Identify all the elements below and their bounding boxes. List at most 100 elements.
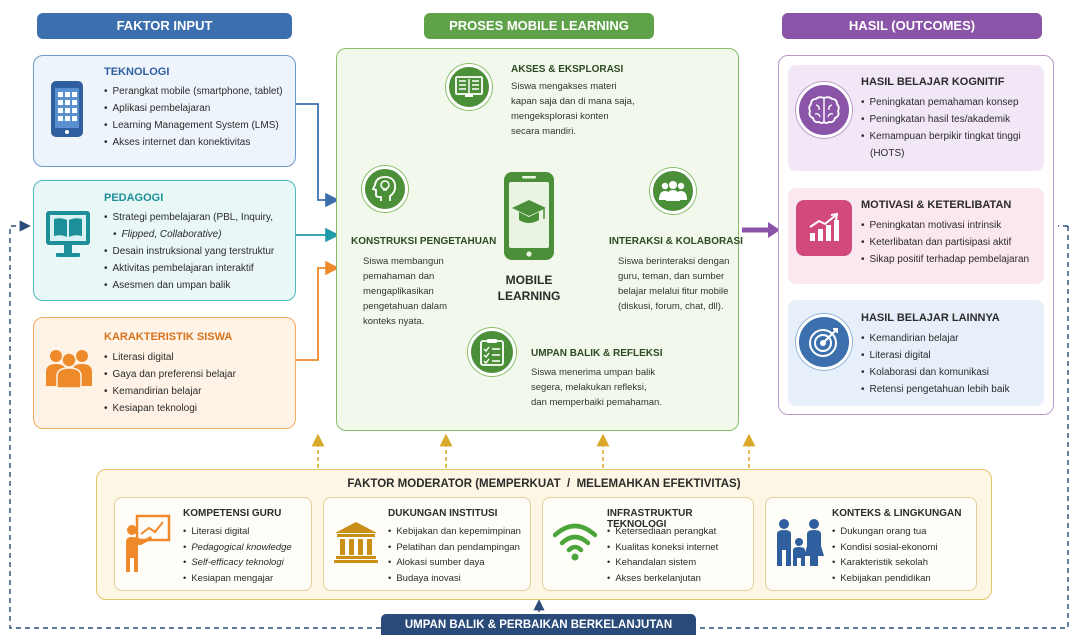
moderator-card-konteks-lingkungan: KONTEKS & LINGKUNGAN Dukungan orang tua … — [765, 497, 977, 591]
list-item: Retensi pengetahuan lebih baik — [861, 381, 1010, 398]
step-title-interaksi-kolaborasi: INTERAKSI & KOLABORASI — [609, 236, 743, 247]
input-card-karakteristik-siswa: KARAKTERISTIK SISWA Literasi digital Gay… — [33, 317, 296, 429]
input-card-pedagogi: PEDAGOGI Strategi pembelajaran (PBL, Inq… — [33, 180, 296, 301]
list-item: Sikap positif terhadap pembelajaran — [861, 251, 1030, 268]
header-proses-mobile-learning: PROSES MOBILE LEARNING — [424, 13, 654, 39]
list-item: Kebijakan dan kepemimpinan — [388, 524, 521, 540]
center-label: MOBILE LEARNING — [497, 273, 561, 303]
list-item: Peningkatan pemahaman konsep — [861, 94, 1021, 111]
step-title-konstruksi-pengetahuan: KONSTRUKSI PENGETAHUAN — [351, 236, 497, 247]
list-item: Dukungan orang tua — [832, 524, 938, 540]
moderator-title: FAKTOR MODERATOR — [347, 478, 473, 490]
mobile-graduation-icon — [502, 170, 556, 262]
list-item: Kualitas koneksi internet — [607, 540, 718, 556]
input-list-pedagogi: Strategi pembelajaran (PBL, Inquiry, Fli… — [104, 209, 275, 294]
input-card-teknologi: TEKNOLOGI Perangkat mobile (smartphone, … — [33, 55, 296, 167]
outcome-card-lainnya: HASIL BELAJAR LAINNYA Kemandirian belaja… — [788, 300, 1044, 406]
feedback-banner: UMPAN BALIK & PERBAIKAN BERKELANJUTAN — [381, 614, 696, 635]
list-item: Kemampuan berpikir tingkat tinggi — [861, 128, 1021, 145]
teacher-board-icon — [123, 514, 171, 574]
list-item: Perangkat mobile (smartphone, tablet) — [104, 83, 283, 100]
institution-building-icon — [334, 520, 378, 564]
list-item: Budaya inovasi — [388, 571, 521, 587]
step-title-akses-eksplorasi: AKSES & EKSPLORASI — [511, 64, 624, 75]
moderator-card-dukungan-institusi: DUKUNGAN INSTITUSI Kebijakan dan kepemim… — [323, 497, 531, 591]
list-item: Aktivitas pembelajaran interaktif — [104, 260, 274, 277]
monitor-book-icon — [44, 209, 92, 261]
growth-chart-icon — [796, 200, 852, 256]
outcome-list-kognitif: Peningkatan pemahaman konsep Peningkatan… — [861, 94, 1021, 162]
brain-icon — [796, 82, 852, 138]
list-item: Ketersediaan perangkat — [607, 524, 718, 540]
list-item: Asesmen dan umpan balik — [104, 277, 274, 294]
moderator-subtitle: (MEMPERKUAT / MELEMAHKAN EFEKTIVITAS) — [475, 478, 741, 490]
students-group-icon — [44, 346, 94, 388]
list-item: Kesiapan teknologi — [104, 400, 236, 417]
list-item: Literasi digital — [104, 349, 236, 366]
list-item: Learning Management System (LMS) — [104, 117, 283, 134]
input-title-pedagogi: PEDAGOGI — [104, 192, 164, 204]
list-item: Flipped, Collaborative) — [104, 226, 274, 243]
list-item: Kesiapan mengajar — [183, 571, 292, 587]
list-item: Karakteristik sekolah — [832, 555, 938, 571]
outcome-card-motivasi: MOTIVASI & KETERLIBATAN Peningkatan moti… — [788, 188, 1044, 284]
input-list-karakteristik-siswa: Literasi digital Gaya dan preferensi bel… — [104, 349, 236, 417]
list-item: Gaya dan preferensi belajar — [104, 366, 236, 383]
moderator-card-list: Ketersediaan perangkat Kualitas koneksi … — [607, 524, 718, 586]
outcome-card-kognitif: HASIL BELAJAR KOGNITIF Peningkatan pemah… — [788, 65, 1044, 171]
step-text-akses-eksplorasi: Siswa mengakses materi kapan saja dan di… — [511, 81, 635, 137]
list-item: Kondisi sosial-ekonomi — [832, 540, 937, 556]
input-title-teknologi: TEKNOLOGI — [104, 66, 170, 78]
family-icon — [774, 516, 824, 568]
step-title-umpan-balik-refleksi: UMPAN BALIK & REFLEKSI — [531, 348, 663, 359]
moderator-card-list: Literasi digital Pedagogical knowledge S… — [183, 524, 292, 587]
list-item: Keterlibatan dan partisipasi aktif — [861, 234, 1029, 251]
moderator-card-title: KONTEKS & LINGKUNGAN — [832, 508, 962, 519]
list-item: Literasi digital — [183, 524, 292, 540]
list-item: Kolaborasi dan komunikasi — [861, 364, 1010, 381]
header-hasil-outcomes: HASIL (OUTCOMES) — [782, 13, 1042, 39]
tablet-icon — [50, 80, 84, 138]
moderator-card-list: Dukungan orang tua Kondisi sosial-ekonom… — [832, 524, 938, 587]
list-item: Aplikasi pembelajaran — [104, 100, 283, 117]
list-item: Pedagogical knowledge — [183, 540, 291, 556]
list-item: Kehandalan sistem — [607, 555, 718, 571]
moderator-heading: FAKTOR MODERATOR (MEMPERKUAT / MELEMAHKA… — [96, 478, 992, 490]
list-item: Kebijakan pendidikan — [832, 571, 938, 587]
outcome-list-lainnya: Kemandirian belajar Literasi digital Kol… — [861, 330, 1010, 398]
list-item: Akses internet dan konektivitas — [104, 134, 283, 151]
checklist-icon — [468, 328, 516, 376]
list-item: Peningkatan motivasi intrinsik — [861, 217, 1029, 234]
moderator-card-title: DUKUNGAN INSTITUSI — [388, 508, 498, 519]
list-item: (HOTS) — [870, 148, 905, 159]
outcome-list-motivasi: Peningkatan motivasi intrinsik Keterliba… — [861, 217, 1030, 268]
list-item: Pelatihan dan pendampingan — [388, 540, 521, 556]
input-list-teknologi: Perangkat mobile (smartphone, tablet) Ap… — [104, 83, 283, 151]
step-text-interaksi-kolaborasi: Siswa berinteraksi dengan guru, teman, d… — [618, 256, 730, 312]
list-item: Kemandirian belajar — [104, 383, 236, 400]
list-item: Akses berkelanjutan — [607, 571, 718, 587]
list-item: Alokasi sumber daya — [388, 555, 521, 571]
outcome-title-lainnya: HASIL BELAJAR LAINNYA — [861, 312, 1000, 324]
step-text-umpan-balik-refleksi: Siswa menerima umpan balik segera, melak… — [531, 367, 662, 408]
list-item: Self-efficacy teknologi — [183, 555, 292, 571]
list-item: Kemandirian belajar — [861, 330, 1010, 347]
moderator-card-title: KOMPETENSI GURU — [183, 508, 282, 519]
target-icon — [796, 314, 852, 370]
wifi-icon — [553, 520, 597, 564]
outcome-title-motivasi: MOTIVASI & KETERLIBATAN — [861, 199, 1012, 211]
book-icon — [446, 64, 492, 110]
moderator-card-list: Kebijakan dan kepemimpinan Pelatihan dan… — [388, 524, 521, 586]
people-group-icon — [650, 168, 696, 214]
moderator-card-kompetensi-guru: KOMPETENSI GURU Literasi digital Pedagog… — [114, 497, 312, 591]
head-lightbulb-icon — [362, 166, 408, 212]
outcome-title-kognitif: HASIL BELAJAR KOGNITIF — [861, 76, 1005, 88]
list-item: Literasi digital — [861, 347, 1010, 364]
header-faktor-input: FAKTOR INPUT — [37, 13, 292, 39]
list-item: Strategi pembelajaran (PBL, Inquiry, — [104, 209, 274, 226]
step-text-konstruksi-pengetahuan: Siswa membangun pemahaman dan mengaplika… — [363, 256, 447, 327]
list-item: Desain instruksional yang terstruktur — [104, 243, 275, 260]
list-item: Peningkatan hasil tes/akademik — [861, 111, 1021, 128]
moderator-card-infrastruktur-teknologi: INFRASTRUKTUR TEKNOLOGI Ketersediaan per… — [542, 497, 754, 591]
input-title-karakteristik-siswa: KARAKTERISTIK SISWA — [104, 331, 233, 343]
